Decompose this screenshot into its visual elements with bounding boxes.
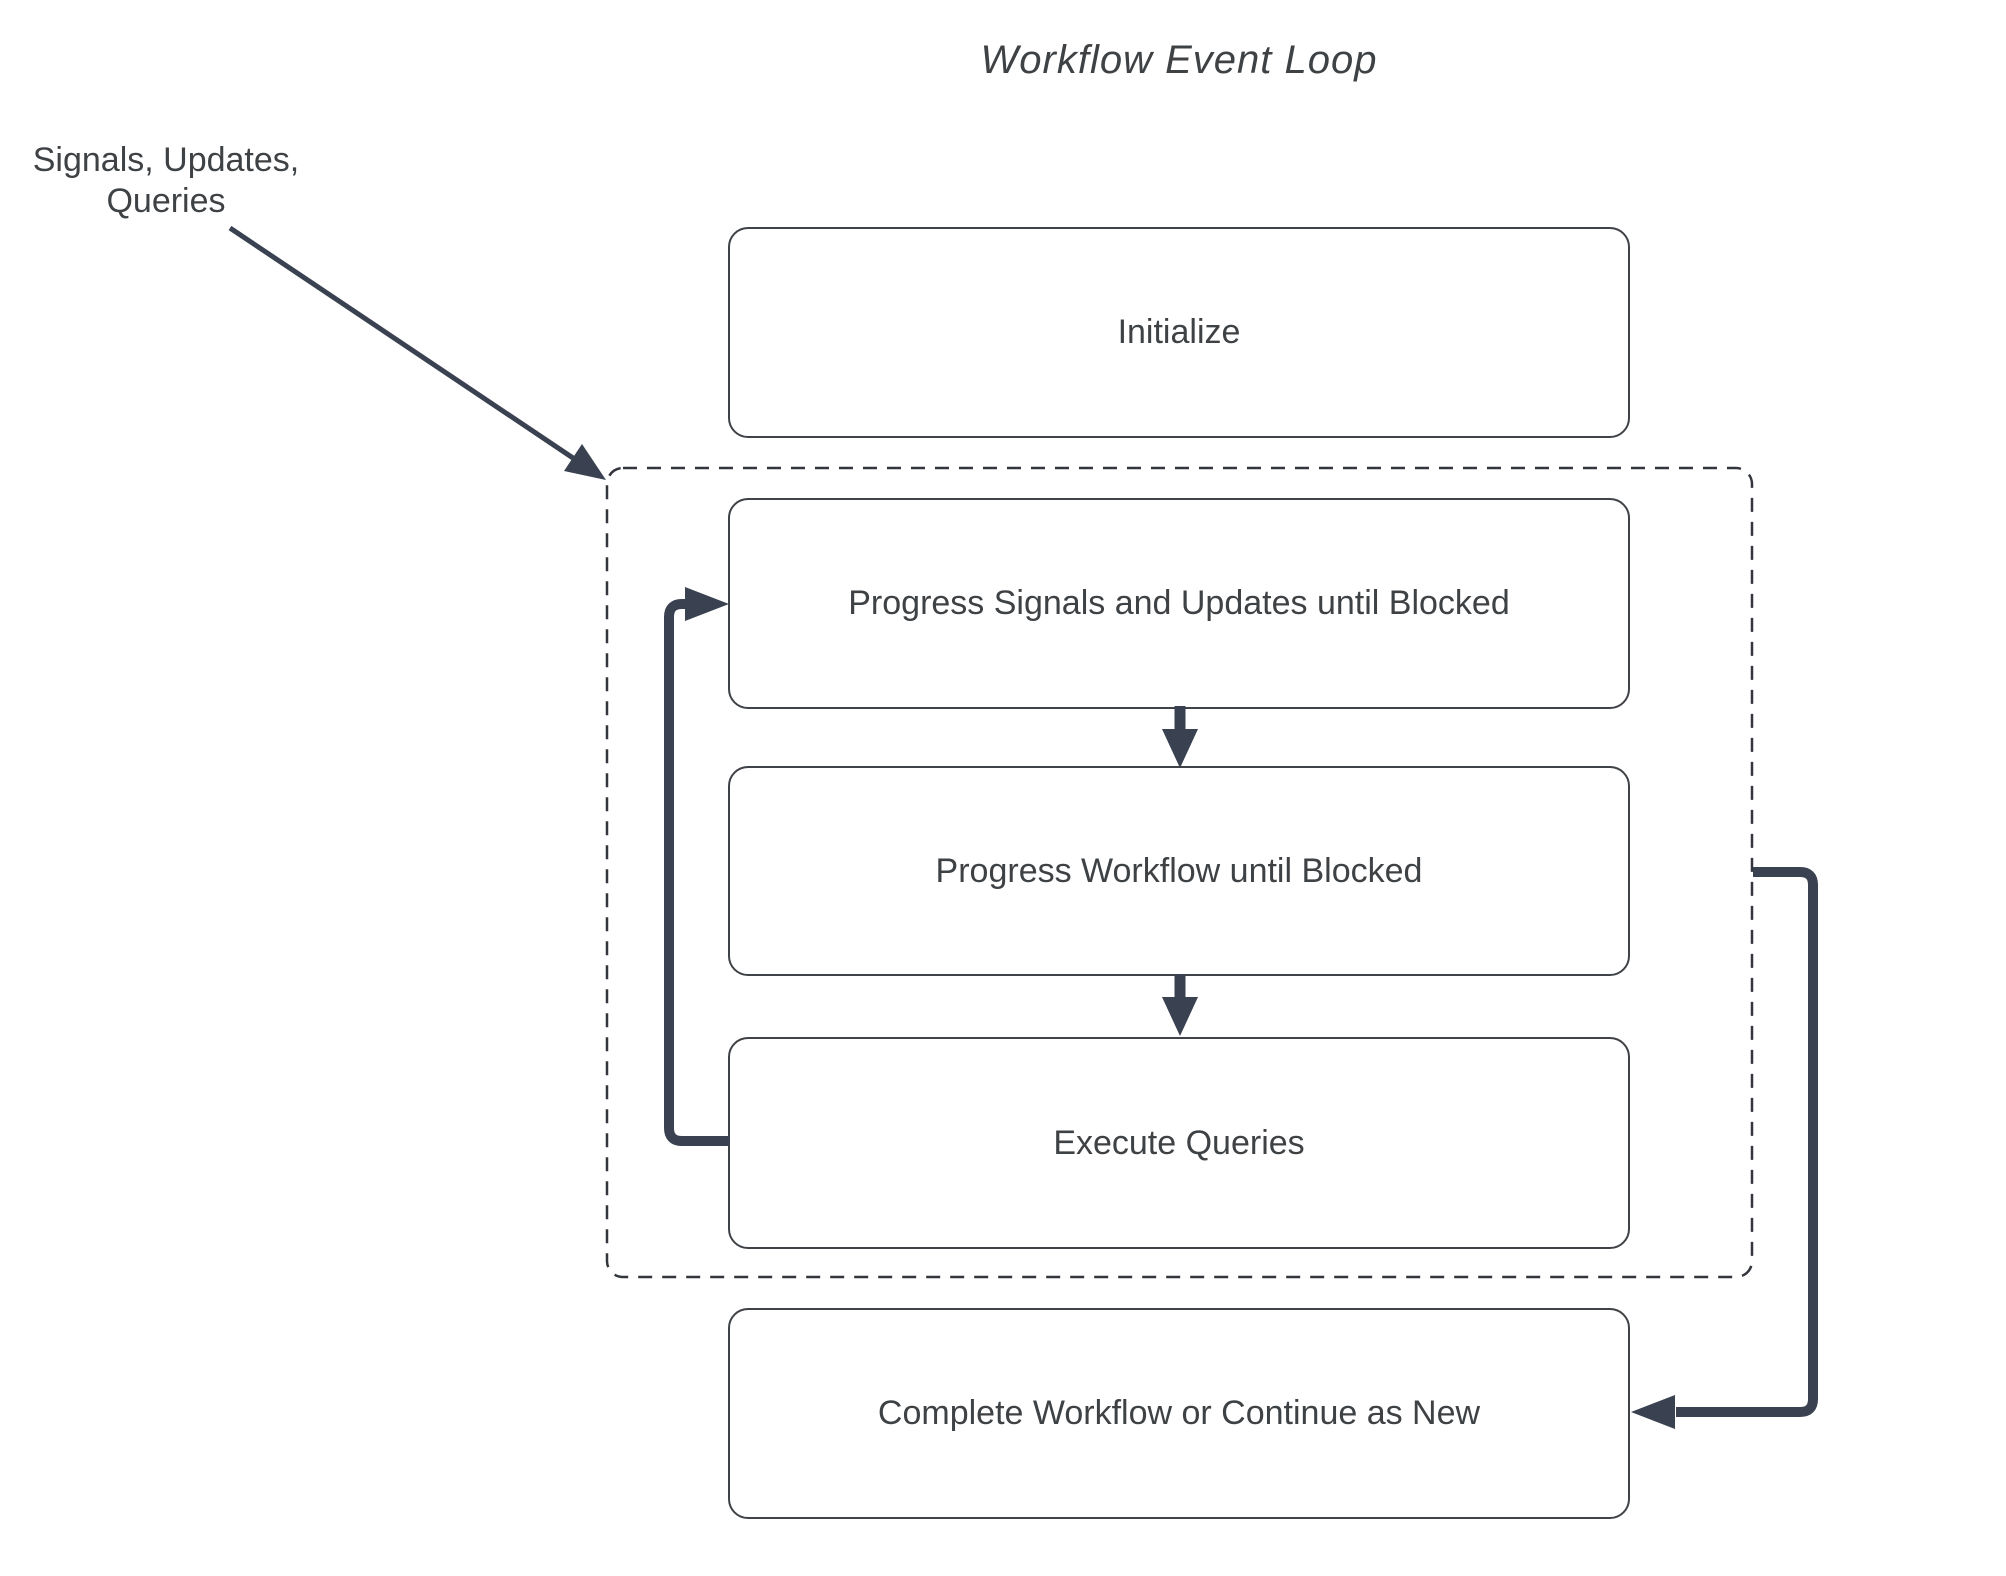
arrowhead-signals-to-workflow-icon [1162,729,1198,768]
arrowhead-loop-back-icon [685,587,729,621]
arrow-loop-back [664,599,730,1146]
external-inputs-label: Signals, Updates, Queries [16,140,316,222]
diagram-title: Workflow Event Loop [980,38,1378,82]
arrow-external-inputs-to-loop [228,225,575,461]
arrowhead-loop-to-complete-icon [1631,1395,1675,1429]
node-execute-queries: Execute Queries [728,1037,1630,1249]
node-initialize-label: Initialize [1117,313,1241,351]
node-complete-workflow: Complete Workflow or Continue as New [728,1308,1630,1519]
node-initialize: Initialize [728,227,1630,438]
arrowhead-external-inputs-icon [564,444,606,480]
node-execute-queries-label: Execute Queries [1053,1123,1305,1162]
arrow-loop-to-complete [1676,867,1818,1417]
arrowhead-workflow-to-queries-icon [1162,997,1198,1036]
node-progress-workflow-label: Progress Workflow until Blocked [935,851,1423,890]
node-complete-workflow-label: Complete Workflow or Continue as New [877,1394,1481,1432]
external-inputs-label-line1: Signals, Updates, [32,141,300,179]
node-progress-signals-label: Progress Signals and Updates until Block… [848,584,1510,622]
external-inputs-label-line2: Queries [106,182,226,220]
node-progress-signals-and-updates: Progress Signals and Updates until Block… [728,498,1630,709]
node-progress-workflow: Progress Workflow until Blocked [728,766,1630,976]
